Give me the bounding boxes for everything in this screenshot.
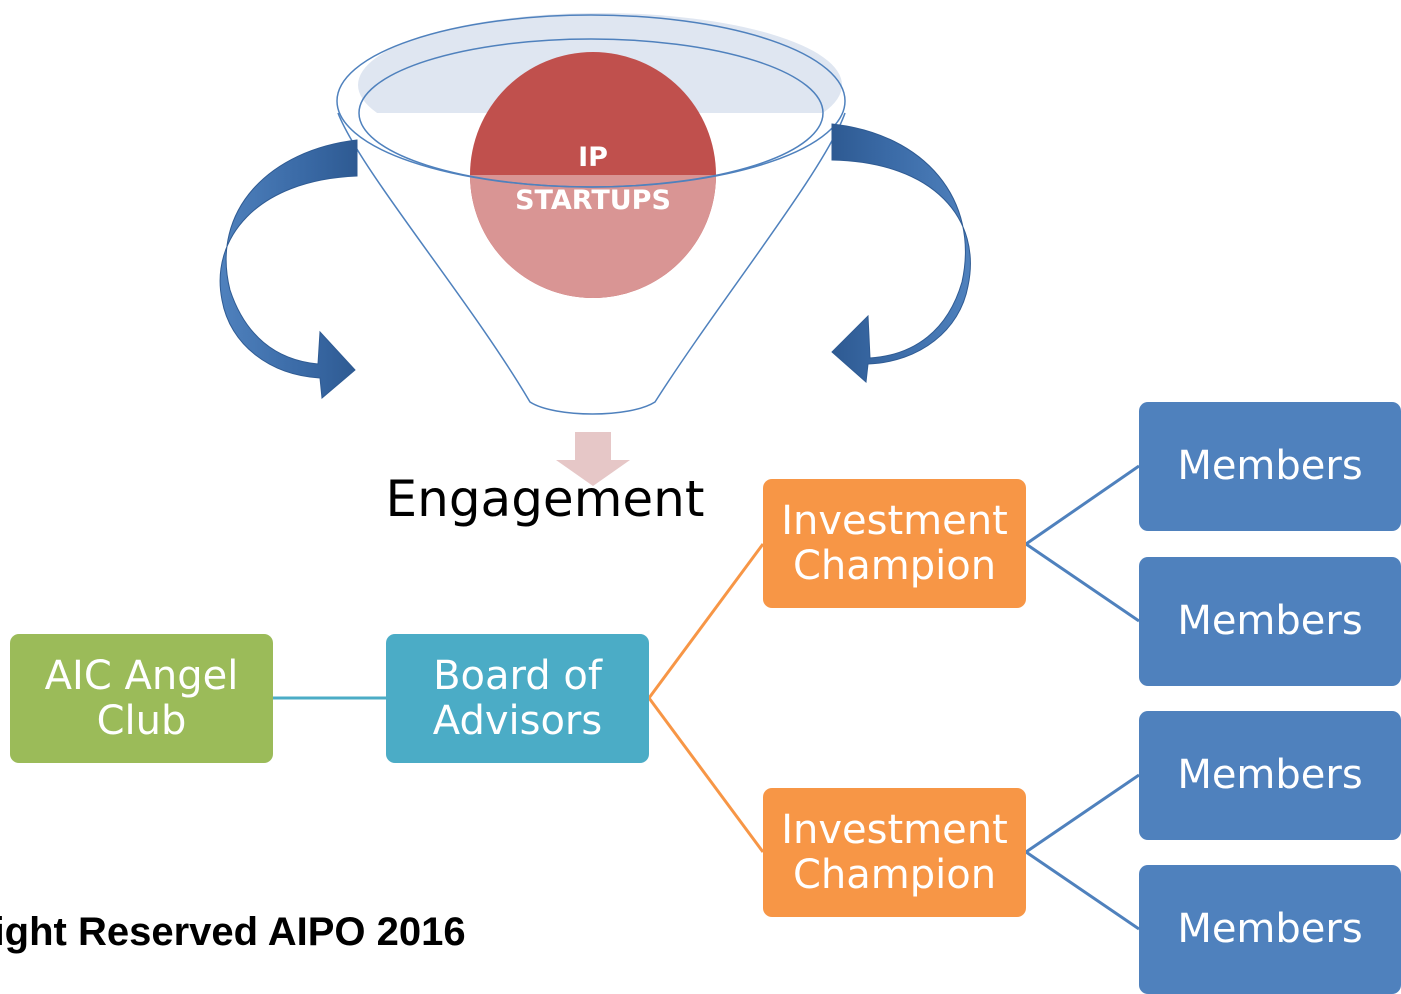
- members-label: Members: [1177, 598, 1363, 645]
- members-label: Members: [1177, 906, 1363, 953]
- connector-champion2-member4: [1025, 850, 1140, 931]
- investment-champion-label: Investment Champion: [781, 806, 1008, 898]
- circle-lower: [470, 175, 716, 298]
- connector-champion1-member1: [1025, 464, 1140, 546]
- board-of-advisors-box: Board of Advisors: [386, 634, 649, 763]
- funnel-rim-inner: [358, 38, 824, 188]
- left-curved-arrow: [219, 139, 358, 399]
- members-box: Members: [1139, 402, 1401, 531]
- investment-champion-label: Investment Champion: [781, 497, 1008, 589]
- aic-angel-club-box: AIC Angel Club: [10, 634, 273, 763]
- members-label: Members: [1177, 443, 1363, 490]
- members-label: Members: [1177, 752, 1363, 799]
- board-of-advisors-label: Board of Advisors: [432, 652, 603, 744]
- connector-champion1-member2: [1025, 542, 1140, 623]
- engagement-label: Engagement: [385, 470, 705, 528]
- down-arrow: [556, 432, 630, 486]
- members-box: Members: [1139, 711, 1401, 840]
- right-curved-arrow: [831, 123, 971, 384]
- members-box: Members: [1139, 865, 1401, 994]
- connector-board-champion1: [647, 543, 765, 699]
- connector-board-champion2: [647, 697, 765, 853]
- ip-startups-label: IP STARTUPS: [515, 142, 671, 217]
- connector-champion2-member3: [1025, 773, 1140, 854]
- aic-angel-club-label: AIC Angel Club: [44, 652, 239, 744]
- copyright-notice: right Reserved AIPO 2016: [0, 910, 466, 954]
- investment-champion-box: Investment Champion: [763, 479, 1026, 608]
- members-box: Members: [1139, 557, 1401, 686]
- investment-champion-box: Investment Champion: [763, 788, 1026, 917]
